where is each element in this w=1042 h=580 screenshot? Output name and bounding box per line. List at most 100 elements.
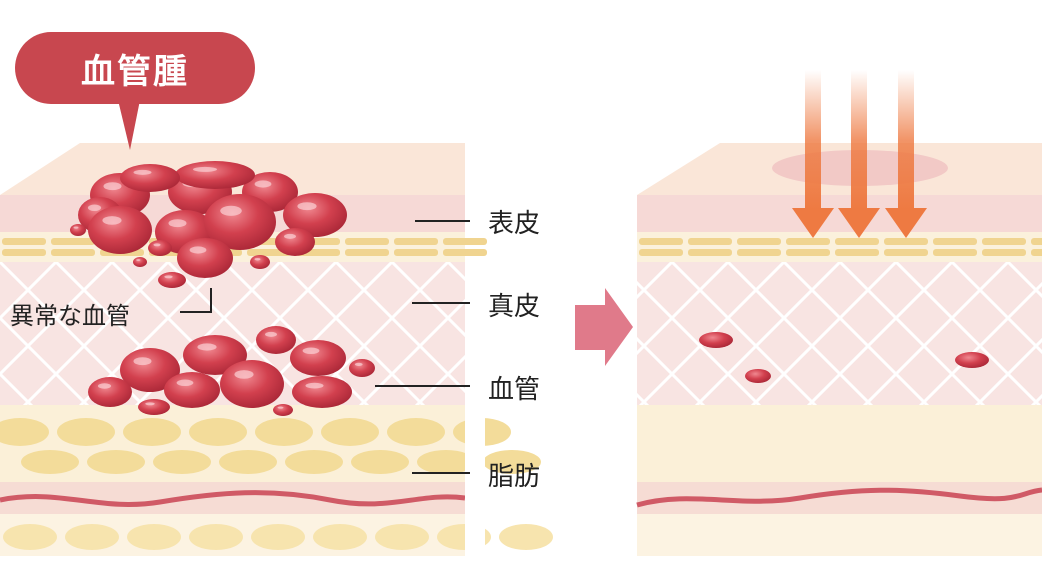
fat-cell	[123, 418, 181, 446]
vessel-blob	[148, 240, 172, 256]
basal-cell	[982, 249, 1026, 256]
residual-vessel	[745, 369, 771, 383]
fat-cell	[189, 418, 247, 446]
vessel-blob	[175, 161, 255, 189]
fat-cell	[251, 524, 305, 550]
fat-cell	[387, 418, 445, 446]
fat-cell	[3, 524, 57, 550]
abnormal-vessel-label: 異常な血管	[10, 302, 130, 330]
basal-cell	[884, 238, 928, 245]
hemangioma-cluster	[70, 161, 347, 288]
gap	[465, 400, 485, 560]
vessel-blob	[133, 257, 147, 267]
basal-cell	[2, 238, 46, 245]
highlight	[168, 219, 187, 228]
vessel-blob	[292, 376, 352, 408]
basal-cell	[688, 238, 732, 245]
basal-cell	[639, 238, 683, 245]
basal-cell	[51, 238, 95, 245]
basal-cell	[1031, 238, 1042, 245]
basal-cell	[345, 238, 389, 245]
vessel-blob	[164, 372, 220, 408]
basal-cell	[786, 249, 830, 256]
basal-cell	[345, 249, 389, 256]
highlight	[234, 370, 254, 379]
basal-cell	[394, 249, 438, 256]
bottom-margin	[0, 556, 1042, 580]
dermis-label: 真皮	[488, 292, 541, 322]
basal-cell	[688, 249, 732, 256]
vessel-blob	[70, 224, 86, 236]
highlight	[197, 343, 217, 351]
highlight	[305, 382, 324, 389]
vessel-blob	[220, 360, 284, 408]
vessel-blob	[138, 399, 170, 415]
fat-layer	[637, 405, 1042, 485]
vessel-blob	[290, 340, 346, 376]
highlight	[133, 169, 152, 175]
vessel-blob	[250, 255, 270, 269]
highlight	[164, 275, 173, 279]
vessel-blob	[177, 238, 233, 278]
fat-cell	[127, 524, 181, 550]
deep-fat-cells	[3, 524, 553, 550]
highlight	[136, 259, 141, 261]
fat-cell	[255, 418, 313, 446]
dermis-layer	[637, 262, 1042, 407]
highlight	[87, 204, 102, 212]
vessel-leader	[375, 385, 470, 387]
laser-arrows-icon	[792, 70, 927, 238]
hemangioma-callout: 血管腫	[15, 32, 255, 104]
highlight	[297, 202, 317, 211]
fat-cell	[21, 450, 79, 474]
highlight	[302, 347, 320, 355]
epidermis-leader	[415, 220, 470, 222]
epidermis-label: 表皮	[488, 209, 541, 239]
fat-cell	[87, 450, 145, 474]
deep-vessel	[0, 490, 466, 507]
vessel-blob	[88, 377, 132, 407]
transition-arrow-icon	[575, 288, 633, 366]
highlight	[189, 246, 207, 254]
dermis-leader	[412, 302, 470, 304]
highlight	[102, 216, 122, 225]
highlight	[176, 379, 194, 387]
fat-cell	[189, 524, 243, 550]
highlight	[153, 243, 161, 247]
highlight	[254, 257, 261, 261]
basal-cell	[2, 249, 46, 256]
highlight	[145, 402, 155, 406]
basal-cell	[737, 238, 781, 245]
highlight	[354, 362, 363, 367]
skin-block-after	[636, 70, 1042, 556]
vessel-label: 血管	[488, 375, 541, 405]
vessel-blob	[283, 193, 347, 237]
highlight	[265, 331, 277, 337]
vessel-blob	[183, 335, 247, 375]
fat-cell	[321, 418, 379, 446]
highlight	[284, 233, 296, 239]
abnormal-vessel-leader	[180, 288, 212, 313]
basal-band	[639, 238, 1042, 256]
fat-cell	[499, 524, 553, 550]
basal-cell	[835, 238, 879, 245]
fat-label: 脂肪	[488, 462, 541, 492]
fat-cell	[351, 450, 409, 474]
vessel-blob	[273, 404, 293, 416]
deep-vessel	[636, 487, 1042, 508]
vessel-blob	[120, 164, 180, 192]
vessel-blob	[204, 194, 276, 250]
highlight	[133, 357, 152, 366]
callout-tail	[118, 100, 140, 150]
skin-block-before	[0, 143, 553, 556]
basal-cell	[443, 238, 487, 245]
basal-cell	[786, 238, 830, 245]
highlight	[193, 166, 217, 172]
basal-cell	[835, 249, 879, 256]
epidermis-layer	[637, 195, 1042, 232]
basal-cell	[1031, 249, 1042, 256]
residual-vessel	[955, 352, 989, 368]
basal-cell	[737, 249, 781, 256]
basal-cell	[639, 249, 683, 256]
